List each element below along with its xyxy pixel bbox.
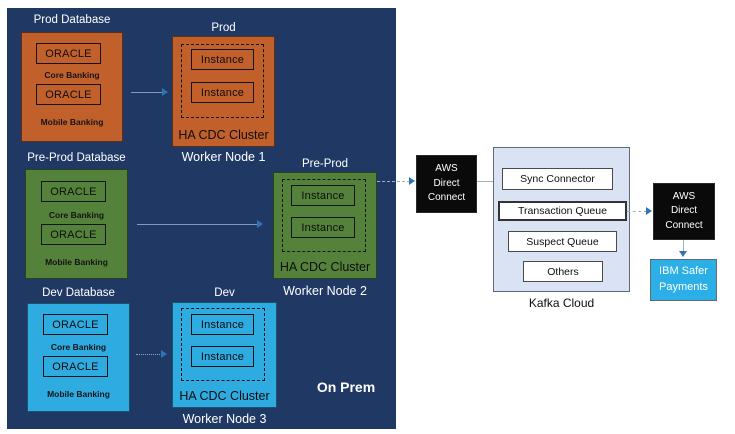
aws2-line-3: Connect xyxy=(665,219,703,231)
preprod-oracle-mobile-box: ORACLE xyxy=(41,224,106,245)
dev-database-title: Dev Database xyxy=(42,287,115,299)
prod-cluster-title: Prod xyxy=(211,22,236,34)
prod-cluster-caption: HA CDC Cluster xyxy=(178,128,269,142)
preprod-core-banking-label: Core Banking xyxy=(48,210,105,220)
preprod-cluster-box: Instance Instance HA CDC Cluster xyxy=(273,172,377,279)
preprod-cluster-caption: HA CDC Cluster xyxy=(279,260,371,274)
preprod-database-box: ORACLE Core Banking ORACLE Mobile Bankin… xyxy=(25,169,128,279)
prod-cluster-dashed-group xyxy=(181,44,264,118)
kafka-transaction-queue-box: Transaction Queue xyxy=(498,201,627,221)
ibm-safer-payments-box: IBM Safer Payments xyxy=(650,259,717,301)
kafka-to-aws2-arrowhead xyxy=(646,207,652,215)
prod-instance-2-box: Instance xyxy=(191,82,254,103)
cluster-to-aws1-line xyxy=(377,181,410,182)
preprod-instance-2-box: Instance xyxy=(291,217,355,238)
dev-worker-node-label: Worker Node 3 xyxy=(182,412,267,426)
prod-oracle-core-box: ORACLE xyxy=(36,43,101,64)
kafka-sync-connector-box: Sync Connector xyxy=(502,168,613,190)
preprod-db-to-cluster-arrowhead xyxy=(257,220,263,228)
dev-db-to-cluster-line xyxy=(136,354,162,355)
dev-cluster-dashed-group xyxy=(181,308,265,381)
preprod-cluster-dashed-group xyxy=(282,179,366,252)
ibm-line-1: IBM Safer xyxy=(659,265,708,278)
aws-direct-connect-1-box: AWS Direct Connect xyxy=(416,155,477,213)
prod-db-to-cluster-line xyxy=(131,92,163,93)
ibm-line-2: Payments xyxy=(659,281,708,293)
dev-cluster-box: Instance Instance HA CDC Cluster xyxy=(172,302,277,408)
aws-direct-connect-2-box: AWS Direct Connect xyxy=(653,183,715,240)
prod-oracle-mobile-box: ORACLE xyxy=(36,84,101,105)
kafka-cloud-label: Kafka Cloud xyxy=(528,296,595,310)
aws1-line-1: AWS xyxy=(435,163,458,175)
aws2-to-ibm-arrowhead xyxy=(679,251,687,257)
cluster-to-aws1-arrowhead xyxy=(409,177,415,185)
aws2-to-ibm-line xyxy=(683,240,684,252)
prod-worker-node-label: Worker Node 1 xyxy=(181,150,266,164)
dev-core-banking-label: Core Banking xyxy=(50,342,107,352)
dev-mobile-banking-label: Mobile Banking xyxy=(47,389,110,399)
preprod-database-title: Pre-Prod Database xyxy=(27,152,126,164)
kafka-to-aws2-line xyxy=(627,211,647,212)
prod-core-banking-label: Core Banking xyxy=(44,70,100,80)
dev-instance-1-box: Instance xyxy=(191,314,254,335)
on-prem-label: On Prem xyxy=(316,379,376,395)
prod-db-to-cluster-arrowhead xyxy=(162,88,168,96)
prod-mobile-banking-label: Mobile Banking xyxy=(40,117,104,127)
dev-database-box: ORACLE Core Banking ORACLE Mobile Bankin… xyxy=(27,303,130,412)
preprod-db-to-cluster-line xyxy=(137,224,258,225)
preprod-cluster-title: Pre-Prod xyxy=(301,158,349,170)
prod-database-title: Prod Database xyxy=(33,14,111,26)
preprod-mobile-banking-label: Mobile Banking xyxy=(45,257,108,267)
aws1-to-kafka-line xyxy=(477,181,493,182)
aws1-line-3: Connect xyxy=(427,192,466,204)
prod-instance-1-box: Instance xyxy=(191,49,254,70)
prod-database-box: ORACLE Core Banking ORACLE Mobile Bankin… xyxy=(21,32,123,142)
preprod-oracle-core-box: ORACLE xyxy=(41,181,106,202)
preprod-worker-node-label: Worker Node 2 xyxy=(283,284,367,298)
dev-db-to-cluster-arrowhead xyxy=(161,350,167,358)
preprod-instance-1-box: Instance xyxy=(291,185,355,206)
dev-cluster-title: Dev xyxy=(214,287,235,299)
dev-oracle-mobile-box: ORACLE xyxy=(43,356,108,377)
dev-cluster-caption: HA CDC Cluster xyxy=(179,389,270,403)
kafka-suspect-queue-box: Suspect Queue xyxy=(508,231,617,252)
kafka-others-box: Others xyxy=(523,261,603,282)
prod-cluster-box: Instance Instance HA CDC Cluster xyxy=(172,36,275,147)
dev-instance-2-box: Instance xyxy=(191,346,254,367)
dev-oracle-core-box: ORACLE xyxy=(43,314,108,335)
aws1-line-2: Direct xyxy=(433,177,460,189)
aws2-line-2: Direct xyxy=(670,205,698,217)
aws2-line-1: AWS xyxy=(672,190,696,202)
